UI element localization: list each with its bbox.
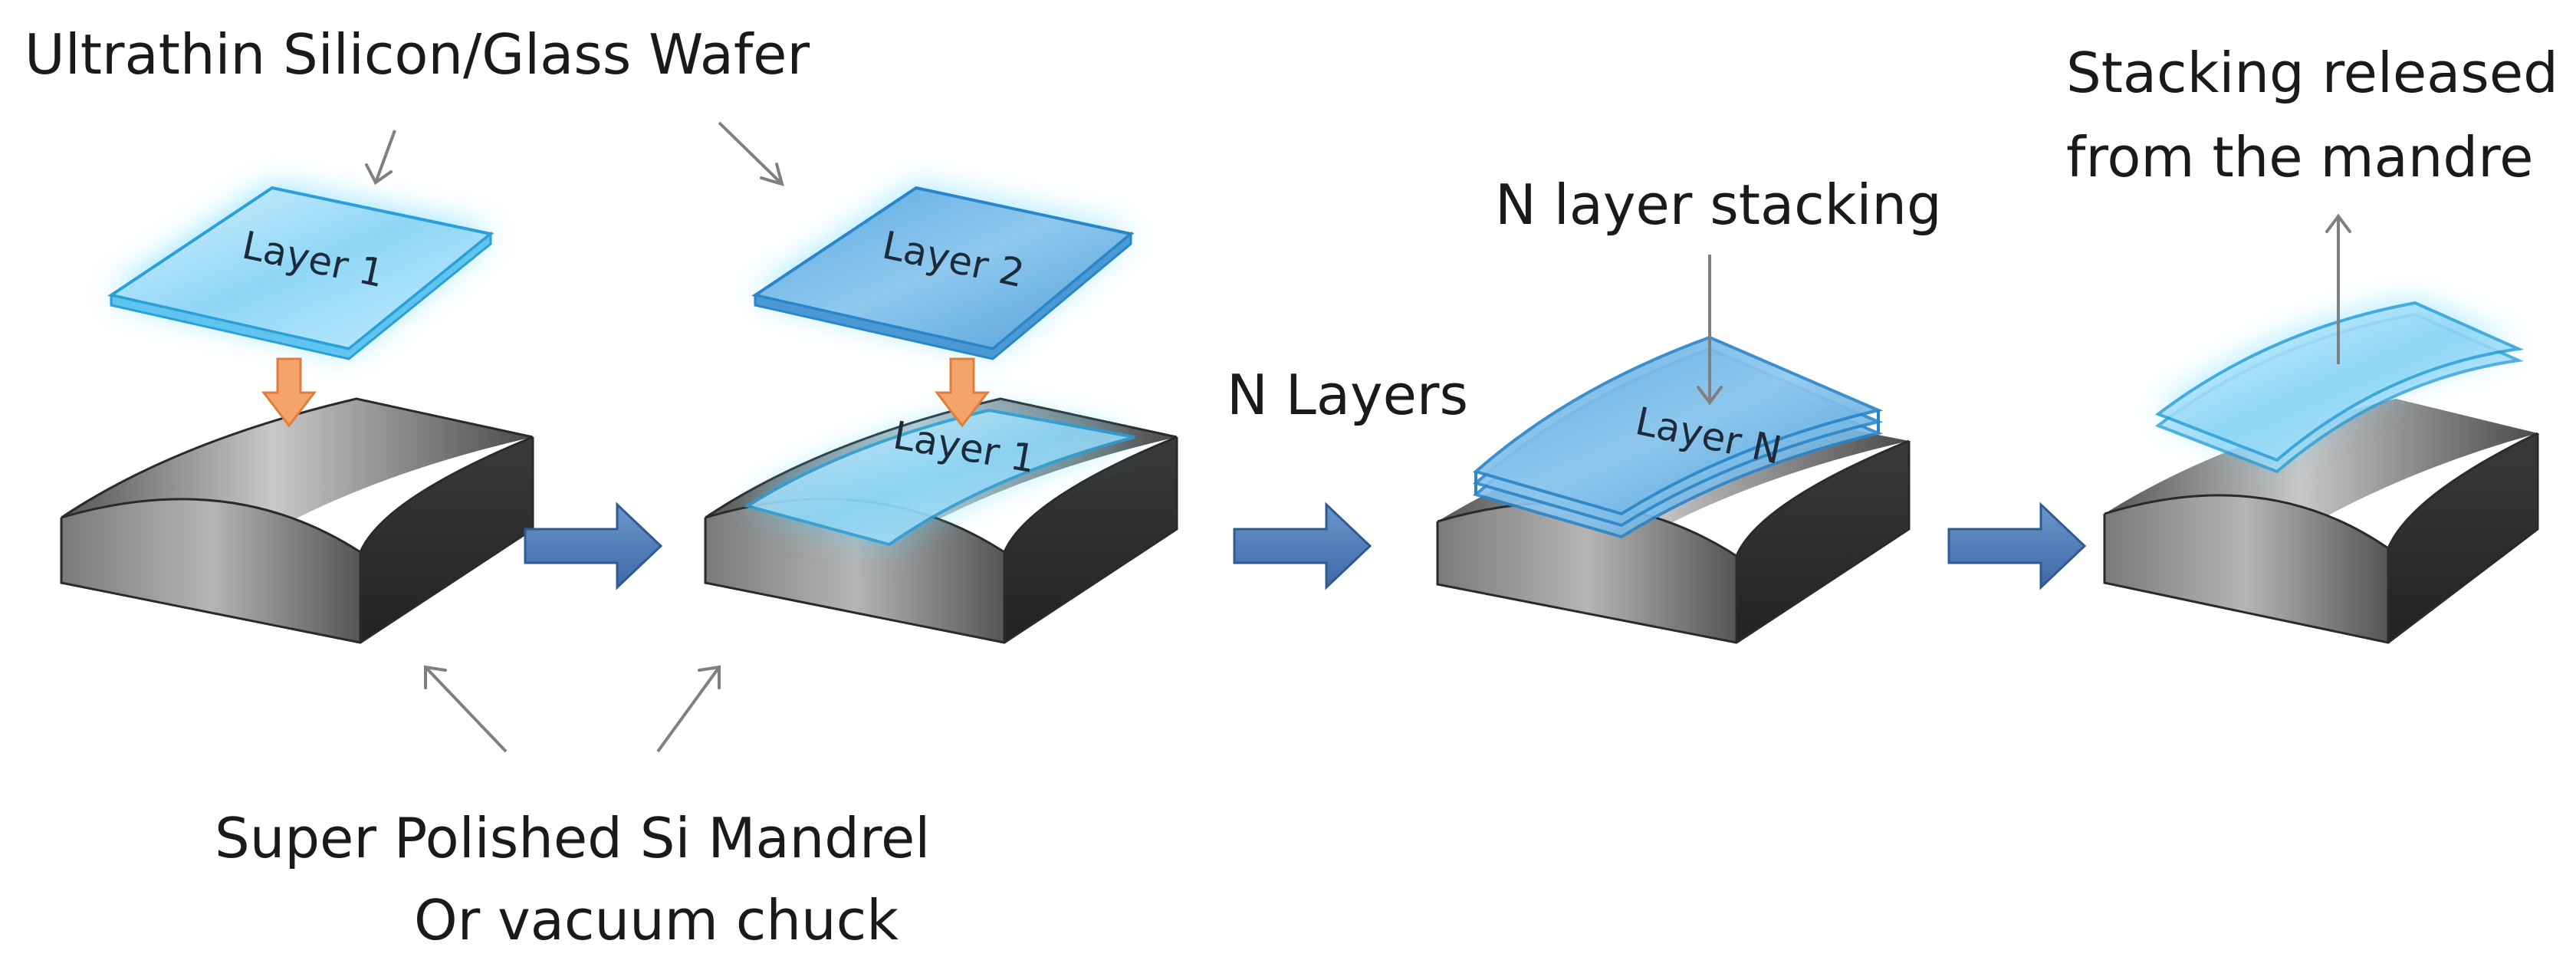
layer1-wafer: Layer 1: [107, 186, 495, 360]
pointer-arrow-wafer-1: [376, 130, 396, 183]
layer-n-stack: Layer N: [1472, 335, 1884, 539]
stacking-released-label-line2: from the mandre: [2066, 125, 2533, 189]
n-layer-stacking-label: N layer stacking: [1495, 173, 1942, 237]
process-arrow-1: [524, 502, 663, 590]
process-arrow-2: [1233, 502, 1372, 590]
mandrel-label-line2: Or vacuum chuck: [414, 888, 899, 952]
wafer-title-label: Ultrathin Silicon/Glass Wafer: [25, 22, 810, 87]
drop-arrow-2: [934, 357, 991, 428]
stacking-released-label-line1: Stacking released: [2066, 41, 2558, 105]
pointer-arrow-mandrel-2: [656, 667, 719, 753]
pointer-arrowheads: [365, 163, 2351, 689]
mandrel-4: [2103, 399, 2539, 644]
drop-arrow-1: [261, 357, 317, 428]
layer2-wafer: Layer 2: [751, 186, 1135, 360]
mandrel-1: [60, 397, 534, 644]
pointer-arrow-mandrel-1: [426, 667, 508, 753]
process-arrow-3: [1947, 502, 2087, 590]
released-stack: [2154, 301, 2525, 474]
pointer-arrows: [376, 121, 2338, 753]
mandrel-label-line1: Super Polished Si Mandrel: [215, 806, 930, 870]
n-layers-label: N Layers: [1227, 363, 1468, 427]
pointer-arrow-wafer-2: [718, 121, 782, 184]
